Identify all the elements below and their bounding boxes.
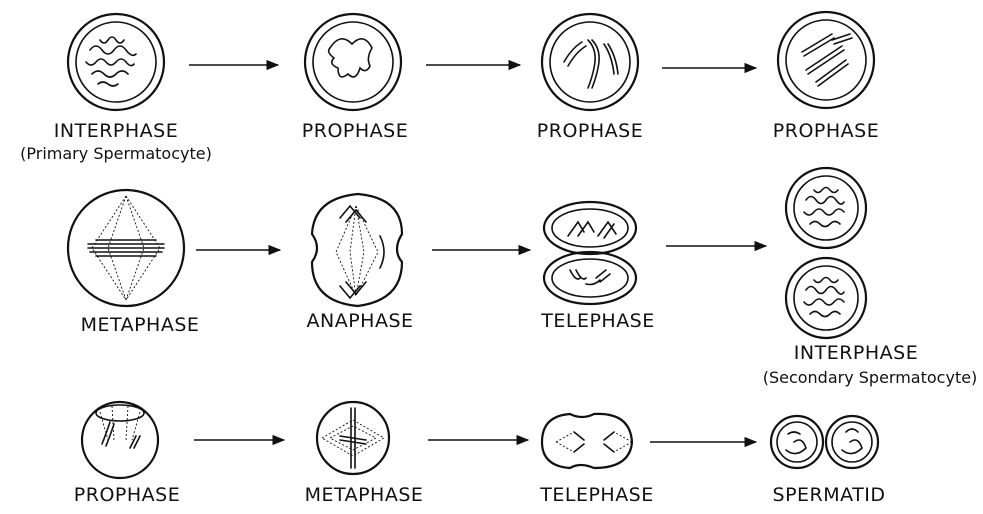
cell-interphase-secondary [784,166,868,340]
cell-metaphase-r2 [66,188,186,308]
cell-interphase-primary [66,12,166,112]
cell-telophase-r2 [542,200,638,306]
cell-prophase-r1-b [540,12,640,112]
cell-metaphase-r3 [315,400,391,476]
stage-label-spermatid: SPERMATID [772,484,886,506]
stage-label-telophase-r3: TELEPHASE [540,484,654,506]
stage-label-interphase-secondary: INTERPHASE [793,342,919,364]
cell-telophase-r3 [540,412,634,470]
stage-label-prophase-r1-b: PROPHASE [536,120,644,142]
stage-label-prophase-r3: PROPHASE [73,484,181,506]
stage-sublabel-secondary-spermatocyte: (Secondary Spermatocyte) [762,368,978,387]
stage-label-interphase-primary: INTERPHASE [53,120,179,142]
stage-label-prophase-r1-c: PROPHASE [772,120,880,142]
stage-label-metaphase-r3: METAPHASE [304,484,424,506]
cell-prophase-r1-c [776,10,876,110]
stage-label-prophase-r1-a: PROPHASE [301,120,409,142]
stage-sublabel-primary-spermatocyte: (Primary Spermatocyte) [20,144,212,163]
cell-prophase-r1-a [303,12,403,112]
stage-label-metaphase-r2: METAPHASE [80,314,200,336]
stage-label-anaphase-r2: ANAPHASE [306,310,414,332]
cell-spermatid [769,414,880,470]
cell-anaphase-r2 [310,192,404,308]
stage-label-telophase-r2: TELEPHASE [541,310,655,332]
cell-prophase-r3 [80,400,160,480]
